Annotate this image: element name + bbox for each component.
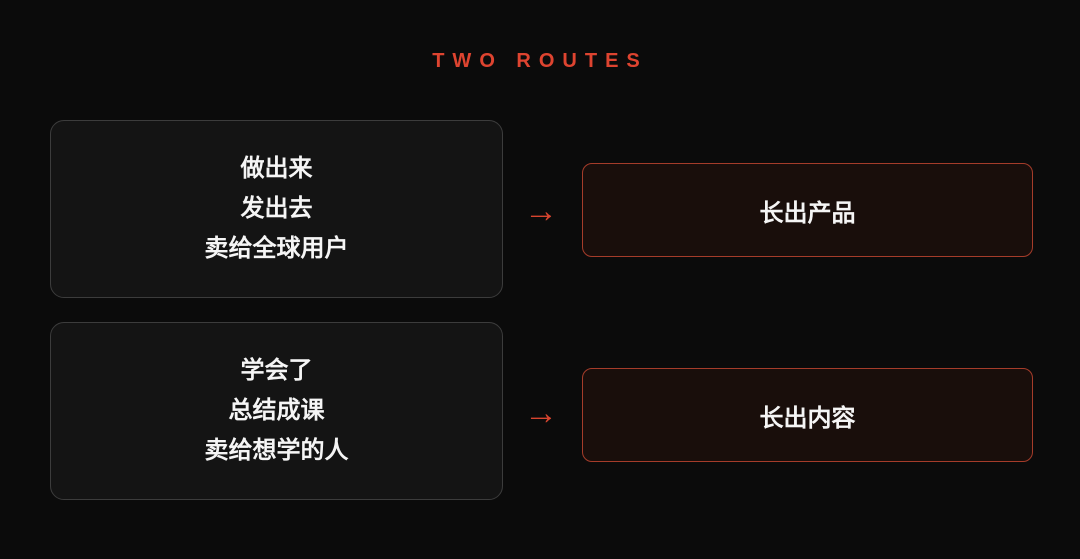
route-1-output-box: 长出产品 [582, 163, 1033, 257]
route-2-output-box: 长出内容 [582, 368, 1033, 462]
route-1-input-box: 做出来 发出去 卖给全球用户 [50, 120, 503, 298]
route-2-output-label: 长出内容 [759, 404, 856, 432]
route-1-input-line-3: 卖给全球用户 [204, 235, 349, 262]
route-1-output-label: 长出产品 [759, 199, 856, 227]
route-2-input-line-2: 总结成课 [228, 397, 325, 424]
arrow-right-icon: → [524, 394, 558, 432]
route-2-input-line-1: 学会了 [240, 357, 313, 384]
route-1-input-line-1: 做出来 [240, 155, 313, 182]
route-1-input-line-2: 发出去 [240, 195, 313, 222]
arrow-right-icon: → [524, 192, 558, 230]
route-2-input-line-3: 卖给想学的人 [204, 437, 349, 464]
diagram-title: TWO ROUTES [432, 50, 648, 72]
route-2-input-box: 学会了 总结成课 卖给想学的人 [50, 322, 503, 500]
